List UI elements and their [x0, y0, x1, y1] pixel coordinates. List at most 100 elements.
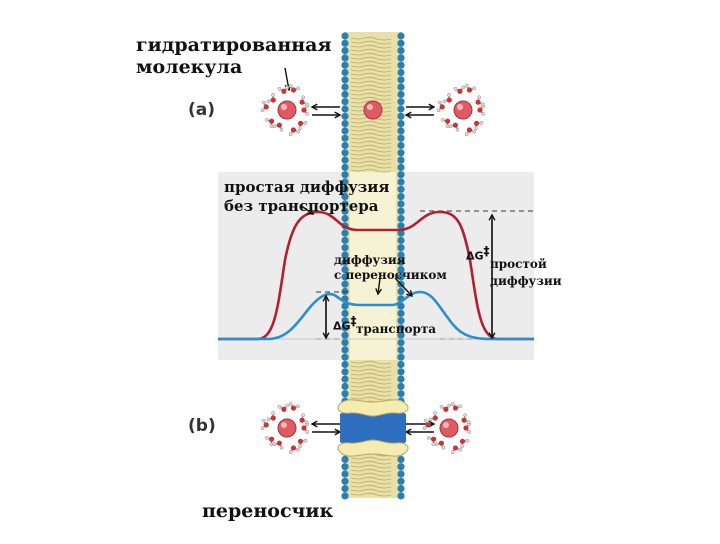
lipid-head-left [341, 47, 348, 54]
water-hydrogen [454, 87, 457, 90]
water-oxygen [431, 437, 436, 442]
water-oxygen [299, 418, 304, 423]
water-hydrogen [304, 121, 307, 124]
lipid-head-right [397, 149, 404, 156]
water-oxygen [477, 107, 482, 112]
lipid-head-left [341, 149, 348, 156]
water-hydrogen [427, 436, 430, 439]
dg-transport-symbol: ΔG‡ [333, 314, 357, 333]
lipid-head-right [397, 164, 404, 171]
lipid-head-right [397, 171, 404, 178]
water-molecule [289, 402, 300, 410]
lipid-head-left [341, 91, 348, 98]
water-hydrogen [267, 100, 270, 103]
water-hydrogen [446, 125, 449, 128]
lipid-head-left [341, 230, 348, 237]
lipid-head-left [341, 376, 348, 383]
hydrated-molecule-label-line2: молекула [136, 56, 332, 78]
water-molecule [443, 93, 452, 103]
water-molecule [298, 121, 307, 130]
water-oxygen [453, 123, 458, 128]
water-hydrogen [477, 96, 480, 99]
water-hydrogen [463, 414, 466, 417]
water-oxygen [299, 100, 304, 105]
lipid-head-left [341, 346, 348, 353]
water-hydrogen [289, 84, 292, 87]
water-hydrogen [298, 127, 301, 130]
water-molecule [477, 104, 484, 115]
lipid-head-left [341, 332, 348, 339]
panel-a-label: (a) [188, 100, 215, 120]
water-oxygen [264, 422, 269, 427]
lipid-head-right [397, 383, 404, 390]
lipid-head-left [341, 32, 348, 39]
water-oxygen [291, 127, 296, 132]
water-hydrogen [459, 405, 462, 408]
carrier-protein-icon [338, 400, 408, 456]
water-hydrogen [438, 101, 441, 104]
solute-highlight [443, 422, 449, 428]
water-molecule [460, 439, 469, 448]
water-oxygen [426, 422, 431, 427]
lipid-head-right [397, 54, 404, 61]
lipid-head-right [397, 105, 404, 112]
lipid-head-left [341, 40, 348, 47]
carrier-bottom-cap [338, 440, 408, 456]
lipid-head-left [341, 492, 348, 499]
lipid-head-left [341, 164, 348, 171]
water-oxygen [298, 439, 303, 444]
lipid-head-right [397, 127, 404, 134]
water-molecule [278, 86, 289, 94]
simple-diffusion-label-line2: без транспортера [224, 197, 389, 216]
water-hydrogen [443, 100, 446, 103]
water-oxygen [291, 87, 296, 92]
water-molecule [299, 96, 308, 106]
lipid-head-right [397, 492, 404, 499]
lipid-head-left [341, 463, 348, 470]
water-oxygen [443, 407, 448, 412]
lipid-head-right [397, 339, 404, 346]
water-oxygen [277, 441, 282, 446]
water-oxygen [269, 437, 274, 442]
water-oxygen [281, 89, 286, 94]
water-hydrogen [286, 404, 289, 407]
lipid-head-right [397, 47, 404, 54]
water-molecule [273, 441, 283, 450]
lipid-head-left [341, 456, 348, 463]
arrow-in-left [406, 112, 434, 118]
lipid-head-left [341, 135, 348, 142]
simple-diffusion-label-line1: простая диффузия [224, 178, 389, 197]
water-hydrogen [467, 421, 470, 424]
lipid-head-right [397, 361, 404, 368]
water-hydrogen [435, 443, 438, 446]
water-oxygen [461, 418, 466, 423]
water-molecule [265, 436, 274, 446]
water-molecule [278, 404, 289, 412]
lipid-head-left [341, 76, 348, 83]
water-oxygen [460, 439, 465, 444]
water-hydrogen [481, 103, 484, 106]
water-molecule [301, 104, 308, 115]
water-molecule [451, 402, 462, 410]
water-hydrogen [451, 451, 454, 454]
water-hydrogen [280, 128, 283, 131]
water-hydrogen [278, 87, 281, 90]
panel-b-label: (b) [188, 416, 216, 436]
water-hydrogen [468, 430, 471, 433]
water-oxygen [447, 97, 452, 102]
lipid-head-right [397, 463, 404, 470]
water-hydrogen [270, 125, 273, 128]
lipid-head-left [341, 157, 348, 164]
water-oxygen [433, 415, 438, 420]
water-oxygen [271, 415, 276, 420]
water-oxygen [467, 127, 472, 132]
lipid-head-right [397, 157, 404, 164]
water-oxygen [440, 104, 445, 109]
lipid-head-left [341, 142, 348, 149]
water-hydrogen [289, 402, 292, 405]
lipid-head-right [397, 186, 404, 193]
water-hydrogen [265, 436, 268, 439]
lipid-head-left [341, 127, 348, 134]
water-hydrogen [448, 404, 451, 407]
